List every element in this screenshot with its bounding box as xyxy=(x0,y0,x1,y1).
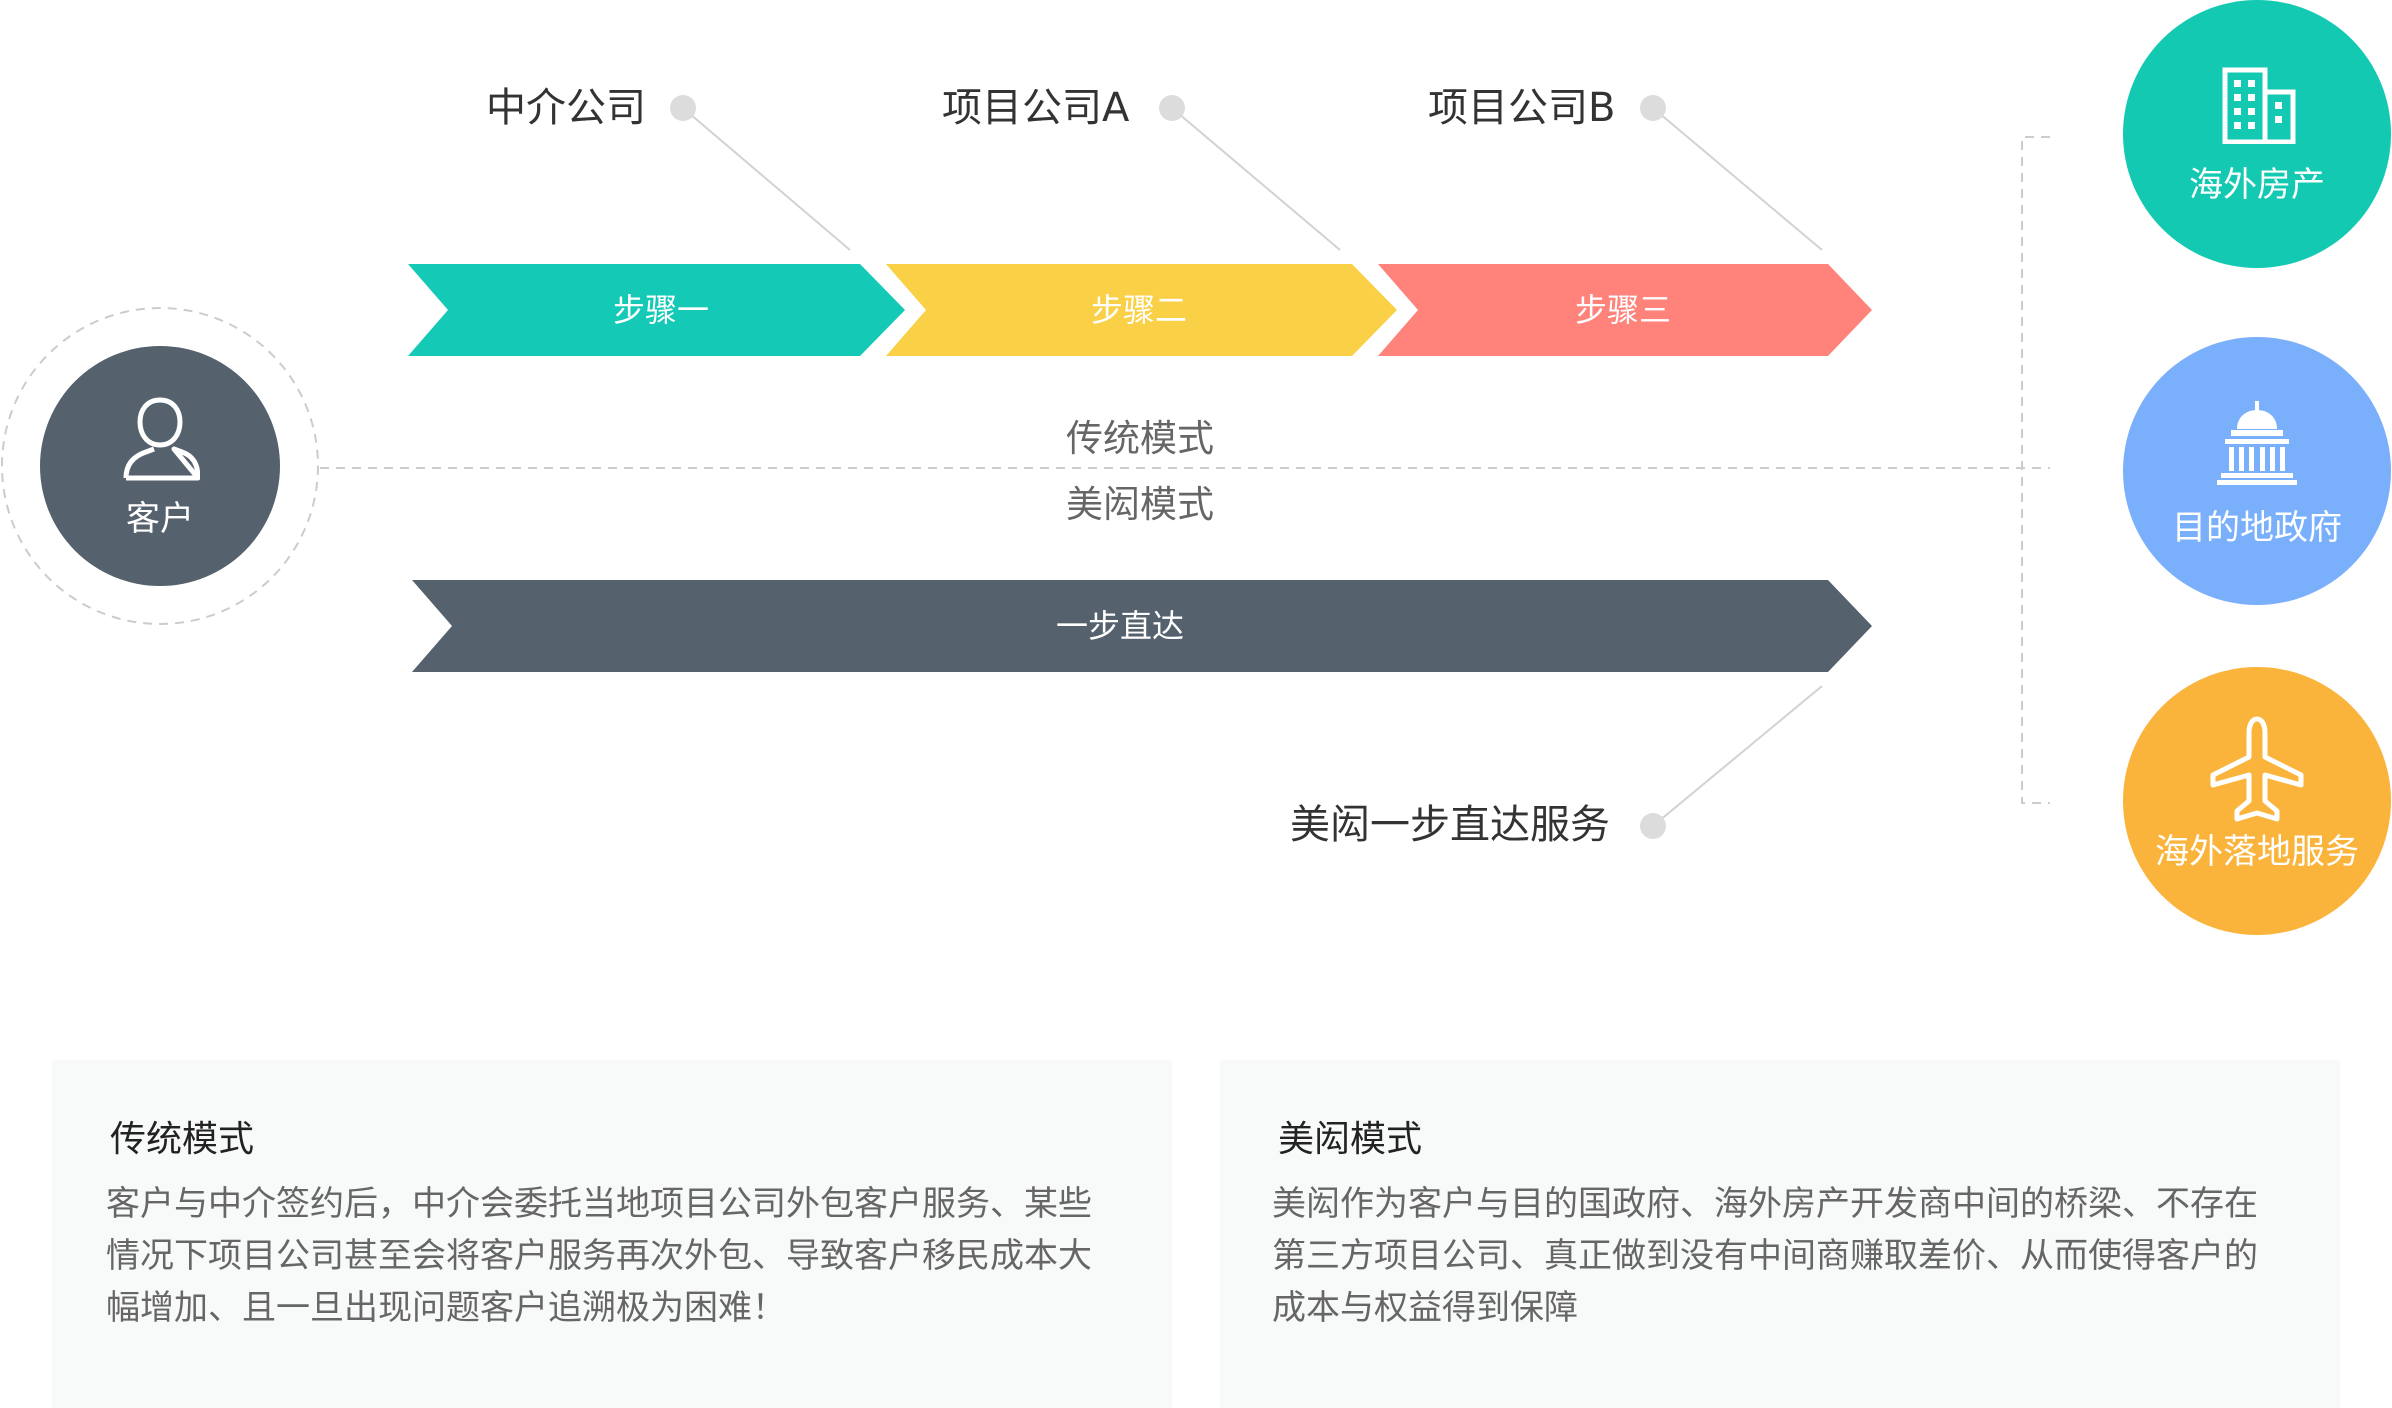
capitol-icon xyxy=(2217,401,2297,485)
traditional-panel-title: 传统模式 xyxy=(110,1119,255,1160)
company-b-leader-line xyxy=(1652,107,1823,251)
agency-leader-line xyxy=(682,107,851,251)
meixian-mode-panel: 美闳模式 美闳作为客户与目的国政府、海外房产开发商中间的桥梁、不存在第三方项目公… xyxy=(1220,1060,2340,1408)
meixian-panel-title: 美闳模式 xyxy=(1278,1119,1423,1160)
step-two-label: 步骤二 xyxy=(1090,291,1187,329)
overseas-landing-service-label: 海外落地服务 xyxy=(2155,832,2359,872)
company-b-label: 项目公司B xyxy=(1428,85,1616,131)
traditional-panel-body: 客户与中介签约后，中介会委托当地项目公司外包客户服务、某些情况下项目公司甚至会将… xyxy=(106,1184,1092,1328)
destinations-bracket xyxy=(2021,136,2050,804)
agency-dot xyxy=(670,95,696,121)
client-label: 客户 xyxy=(126,499,194,539)
direct-service-leader-line xyxy=(1652,685,1823,827)
destination-government-label: 目的地政府 xyxy=(2172,508,2342,548)
step-two-arrow xyxy=(886,264,1397,356)
meixian-panel-body: 美闳作为客户与目的国政府、海外房产开发商中间的桥梁、不存在第三方项目公司、真正做… xyxy=(1272,1184,2258,1328)
direct-service-dot xyxy=(1640,813,1666,839)
traditional-mode-label: 传统模式 xyxy=(1066,417,1214,460)
overseas-property-label: 海外房产 xyxy=(2189,165,2325,205)
client-dashed-ring xyxy=(1,307,319,625)
traditional-mode-panel: 传统模式 客户与中介签约后，中介会委托当地项目公司外包客户服务、某些情况下项目公… xyxy=(52,1060,1172,1408)
company-b-dot xyxy=(1640,95,1666,121)
direct-arrow-label: 一步直达 xyxy=(1055,607,1184,645)
company-a-dot xyxy=(1159,95,1185,121)
company-a-leader-line xyxy=(1171,107,1341,251)
step-one-label: 步骤一 xyxy=(612,291,709,329)
overseas-landing-service-circle: 海外落地服务 xyxy=(2123,667,2391,935)
direct-service-label: 美闳一步直达服务 xyxy=(1290,802,1610,848)
company-a-label: 项目公司A xyxy=(942,85,1130,131)
overseas-property-circle: 海外房产 xyxy=(2123,0,2391,268)
user-icon xyxy=(123,397,200,481)
step-three-arrow xyxy=(1378,264,1872,356)
airplane-icon xyxy=(2210,716,2304,822)
client-circle: 客户 xyxy=(40,346,280,586)
direct-arrow xyxy=(412,580,1872,672)
step-three-label: 步骤三 xyxy=(1574,291,1671,329)
agency-label: 中介公司 xyxy=(486,85,646,131)
step-one-arrow xyxy=(408,264,905,356)
building-icon xyxy=(2222,67,2296,144)
meixian-mode-label: 美闳模式 xyxy=(1066,483,1214,526)
destination-government-circle: 目的地政府 xyxy=(2123,337,2391,605)
